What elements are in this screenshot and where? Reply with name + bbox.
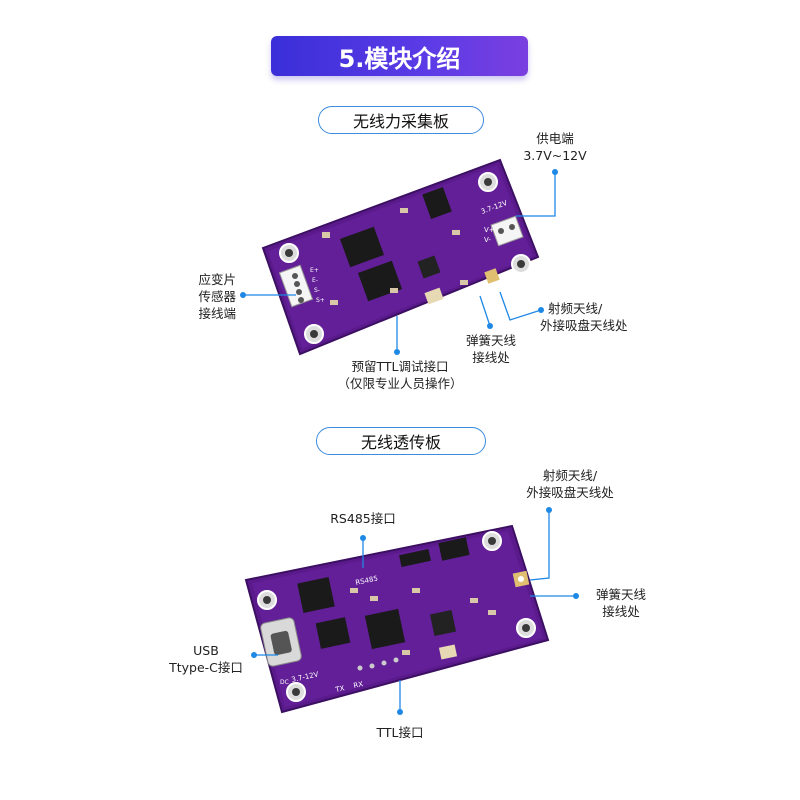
silk-e-minus: E-	[312, 277, 318, 284]
silk-vminus: V-	[484, 236, 491, 244]
label-spring-antenna-1: 弹簧天线 接线处	[456, 332, 526, 366]
label-strain-line2: 传感器	[198, 289, 236, 304]
label-strain-line3: 接线端	[198, 306, 236, 321]
silk-s-minus: S-	[314, 287, 320, 294]
transparent-transmission-board: RS485 DC 3.7-12V TX RX	[244, 524, 550, 714]
section-title-force-board: 无线力采集板	[318, 106, 484, 134]
label-rf-line2: 外接吸盘天线处	[540, 318, 628, 333]
label-ttl-text: TTL接口	[376, 725, 424, 740]
label-ttl-line1: 预留TTL调试接口	[351, 359, 449, 374]
label-rs485: RS485接口	[313, 510, 413, 527]
label-spring2-line1: 弹簧天线	[595, 587, 646, 602]
label-spring-antenna-2: 弹簧天线 接线处	[586, 586, 656, 620]
silk-dc: DC	[280, 679, 289, 686]
label-power-line1: 供电端	[536, 131, 574, 146]
label-rf-line1: 射频天线/	[548, 301, 603, 316]
label-spring2-line2: 接线处	[602, 604, 640, 619]
page-title: 5.模块介绍	[271, 36, 528, 76]
label-strain-terminal: 应变片 传感器 接线端	[176, 271, 236, 322]
label-ttl-debug: 预留TTL调试接口 （仅限专业人员操作）	[320, 358, 480, 392]
label-strain-line1: 应变片	[198, 272, 236, 287]
label-ttl-port: TTL接口	[360, 724, 440, 741]
label-power-terminal: 供电端 3.7V~12V	[520, 130, 590, 164]
label-usb-typec: USB Ttype-C接口	[158, 642, 254, 676]
label-rf-antenna-2: 射频天线/ 外接吸盘天线处	[505, 467, 635, 501]
silk-tx: TX	[334, 684, 346, 694]
label-power-line2: 3.7V~12V	[523, 148, 587, 163]
silk-e-plus: E+	[310, 267, 319, 274]
label-rs485-text: RS485接口	[330, 511, 396, 526]
force-collector-board: 3.7-12V V+ V- E+ E- S- S+	[261, 158, 540, 356]
silk-rx: RX	[353, 680, 364, 690]
label-ttl-line2: （仅限专业人员操作）	[337, 376, 463, 391]
section-title-transparent-board: 无线透传板	[316, 427, 486, 455]
label-rf2-line2: 外接吸盘天线处	[526, 485, 614, 500]
silk-vplus: V+	[484, 226, 495, 234]
label-spring-line2: 接线处	[472, 350, 510, 365]
silk-s-plus: S+	[316, 297, 325, 304]
label-usb-line1: USB	[193, 643, 219, 658]
label-usb-line2: Ttype-C接口	[169, 660, 243, 675]
label-spring-line1: 弹簧天线	[465, 333, 516, 348]
label-rf-antenna-1: 射频天线/ 外接吸盘天线处	[540, 300, 628, 334]
label-rf2-line1: 射频天线/	[542, 468, 598, 483]
